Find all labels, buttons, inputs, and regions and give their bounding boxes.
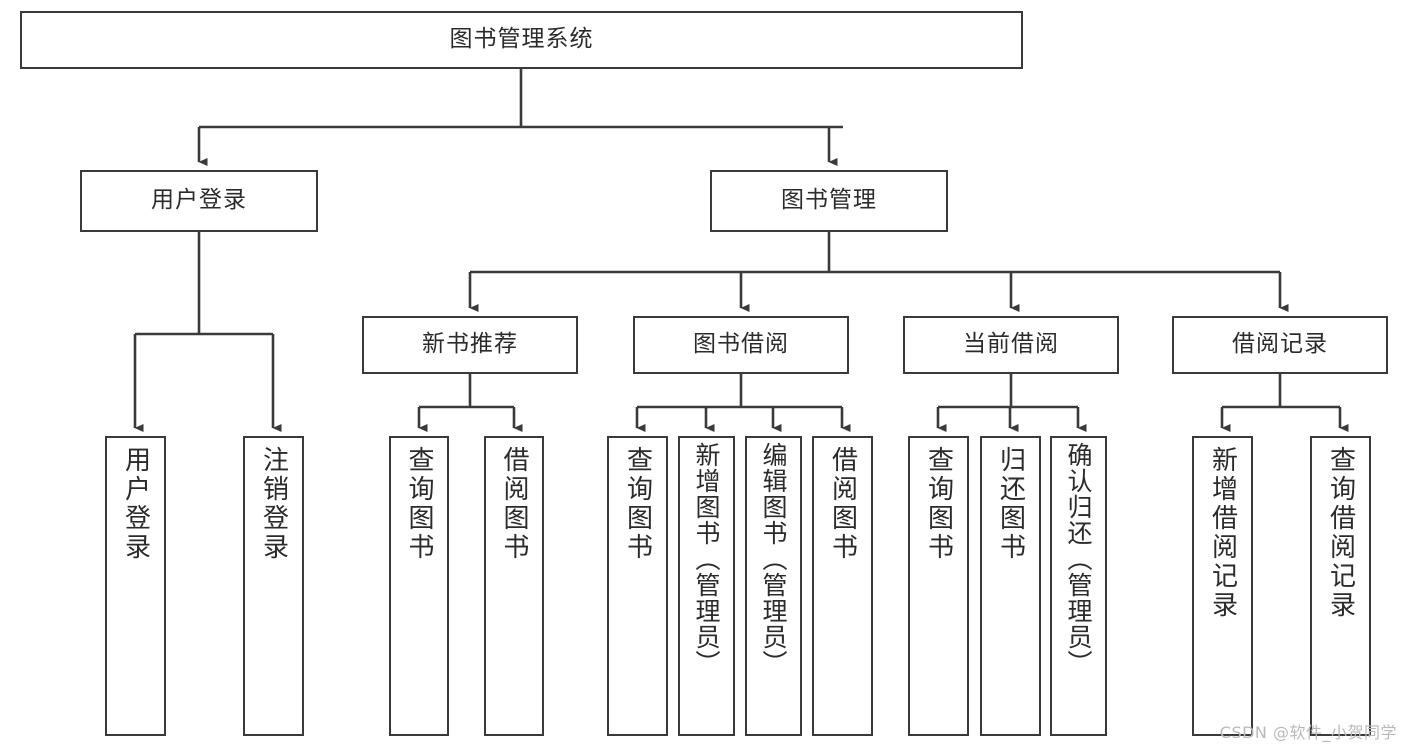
node-leaf-query-record[interactable]: 查询借阅记录 (1310, 436, 1371, 736)
node-leaf-borrow-book-2[interactable]: 借阅图书 (812, 436, 873, 736)
node-leaf-confirm-return-label: 确认归还（管理员） (1064, 442, 1093, 676)
node-borrow-record-label: 借阅记录 (1232, 331, 1328, 358)
node-user-login[interactable]: 用户登录 (80, 170, 318, 232)
node-current-borrow[interactable]: 当前借阅 (903, 316, 1119, 374)
node-user-login-label: 用户登录 (151, 187, 247, 214)
node-leaf-confirm-return[interactable]: 确认归还（管理员） (1050, 436, 1107, 736)
node-leaf-edit-book-label: 编辑图书（管理员） (759, 442, 788, 676)
node-leaf-return-book-label: 归还图书 (995, 446, 1026, 562)
node-leaf-query-book-2[interactable]: 查询图书 (607, 436, 668, 736)
node-book-borrow[interactable]: 图书借阅 (633, 316, 849, 374)
node-leaf-borrow-book-1-label: 借阅图书 (499, 446, 530, 562)
node-leaf-return-book[interactable]: 归还图书 (980, 436, 1041, 736)
csdn-watermark: CSDN @软件_小贺同学 (1219, 723, 1397, 742)
node-leaf-add-book[interactable]: 新增图书（管理员） (678, 436, 735, 736)
node-root[interactable]: 图书管理系统 (20, 11, 1023, 69)
node-book-manage-label: 图书管理 (781, 187, 877, 214)
node-leaf-borrow-book-1[interactable]: 借阅图书 (484, 436, 544, 736)
node-leaf-query-book-1-label: 查询图书 (404, 446, 435, 562)
node-leaf-query-record-label: 查询借阅记录 (1325, 446, 1356, 620)
node-leaf-add-book-label: 新增图书（管理员） (692, 442, 721, 676)
node-current-borrow-label: 当前借阅 (963, 331, 1059, 358)
node-borrow-record[interactable]: 借阅记录 (1172, 316, 1388, 374)
node-leaf-edit-book[interactable]: 编辑图书（管理员） (745, 436, 802, 736)
node-root-label: 图书管理系统 (449, 26, 594, 53)
node-leaf-add-record[interactable]: 新增借阅记录 (1192, 436, 1253, 736)
node-book-borrow-label: 图书借阅 (693, 331, 789, 358)
node-leaf-borrow-book-2-label: 借阅图书 (827, 446, 858, 562)
node-new-book-rec[interactable]: 新书推荐 (362, 316, 578, 374)
node-leaf-user-logout[interactable]: 注销登录 (243, 436, 304, 736)
node-leaf-query-book-1[interactable]: 查询图书 (389, 436, 449, 736)
node-new-book-rec-label: 新书推荐 (422, 331, 518, 358)
node-leaf-user-logout-label: 注销登录 (258, 446, 289, 562)
node-book-manage[interactable]: 图书管理 (710, 170, 948, 232)
node-leaf-user-login-label: 用户登录 (120, 446, 151, 562)
node-leaf-user-login[interactable]: 用户登录 (105, 436, 166, 736)
node-leaf-query-book-2-label: 查询图书 (622, 446, 653, 562)
node-leaf-add-record-label: 新增借阅记录 (1207, 446, 1238, 620)
node-leaf-query-book-3[interactable]: 查询图书 (908, 436, 969, 736)
node-leaf-query-book-3-label: 查询图书 (923, 446, 954, 562)
